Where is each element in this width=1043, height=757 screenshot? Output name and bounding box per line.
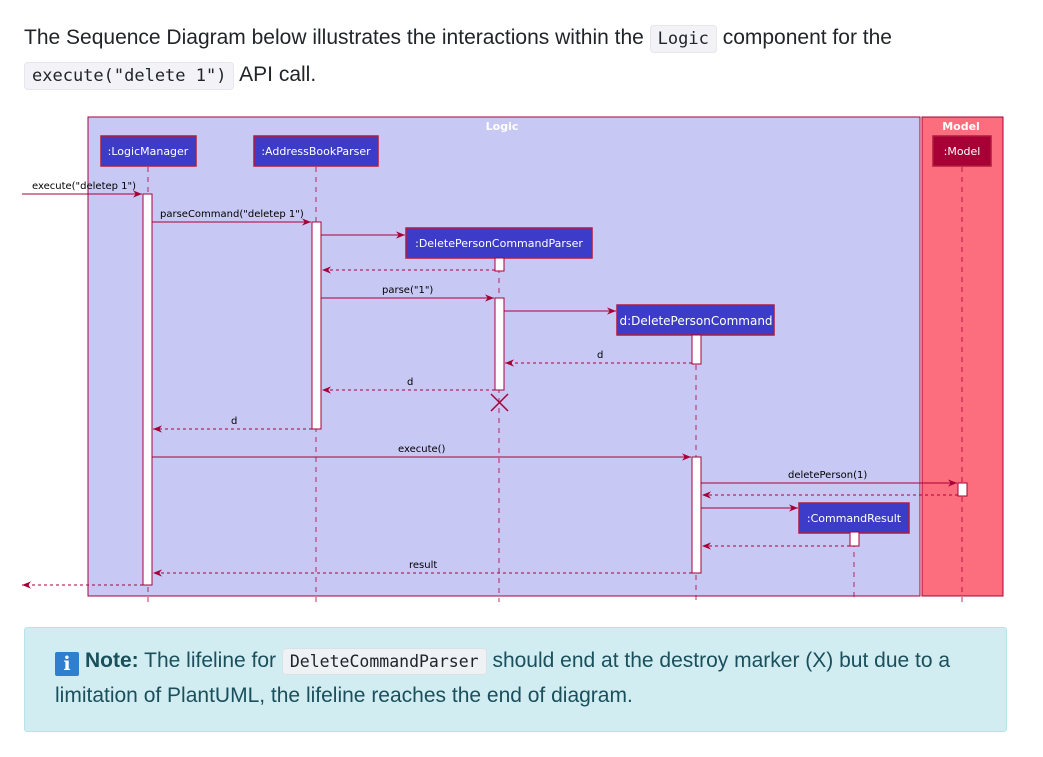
- participant-delete-parser: [405, 227, 593, 259]
- note-text: The lifeline for: [138, 649, 282, 672]
- participant-logic-manager-label: :LogicManager: [108, 145, 189, 158]
- label-return-d-command: d: [597, 350, 603, 361]
- participant-delete-parser-label: :DeletePersonCommandParser: [415, 237, 583, 250]
- participant-command-result: [798, 502, 910, 534]
- label-delete-person: deletePerson(1): [788, 470, 867, 481]
- participant-logic-manager: [100, 135, 197, 167]
- label-execute-call: execute("deletep 1"): [32, 181, 136, 192]
- activation-command-result: [849, 531, 860, 547]
- label-parse-command: parseCommand("deletep 1"): [160, 209, 304, 220]
- participant-command-result-label: :CommandResult: [807, 512, 902, 525]
- note-label: Note:: [85, 649, 139, 672]
- intro-text: API call.: [239, 63, 317, 86]
- logic-box-title: Logic: [486, 120, 519, 133]
- execute-code: execute("delete 1"): [24, 62, 235, 90]
- participant-delete-command: [616, 304, 775, 336]
- activation-logic-manager: [142, 193, 153, 586]
- label-result: result: [409, 560, 437, 571]
- label-execute: execute(): [398, 444, 446, 455]
- activation-address-book-parser: [311, 221, 322, 430]
- intro-paragraph: The Sequence Diagram below illustrates t…: [24, 20, 1024, 94]
- activation-delete-parser-2: [494, 297, 505, 391]
- intro-text: The Sequence Diagram below illustrates t…: [24, 26, 650, 49]
- participant-model: [932, 135, 992, 167]
- sequence-diagram: Logic Model :LogicManager :AddressBookPa…: [22, 116, 1004, 602]
- label-return-d-address-book: d: [231, 416, 237, 427]
- info-icon: i: [55, 652, 79, 676]
- logic-code: Logic: [649, 25, 717, 53]
- destroy-marker-icon: [490, 393, 509, 412]
- intro-text: component for the: [716, 26, 892, 49]
- activation-delete-parser-1: [494, 257, 505, 272]
- participant-delete-command-label: d:DeletePersonCommand: [619, 314, 772, 328]
- note-text: should end at the destroy marker (X) but…: [55, 649, 951, 707]
- participant-address-book-parser-label: :AddressBookParser: [261, 145, 371, 158]
- label-return-d-parser: d: [407, 377, 413, 388]
- label-parse: parse("1"): [382, 285, 433, 296]
- participant-address-book-parser: [253, 135, 379, 167]
- model-box: [921, 116, 1004, 597]
- activation-model: [957, 482, 968, 497]
- activation-delete-command-1: [691, 334, 702, 365]
- model-box-title: Model: [942, 120, 980, 133]
- note-callout: i Note: The lifeline for DeleteCommandPar…: [24, 627, 1007, 732]
- participant-model-label: :Model: [944, 145, 981, 158]
- delete-command-parser-code: DeleteCommandParser: [281, 648, 487, 675]
- activation-delete-command-2: [691, 456, 702, 574]
